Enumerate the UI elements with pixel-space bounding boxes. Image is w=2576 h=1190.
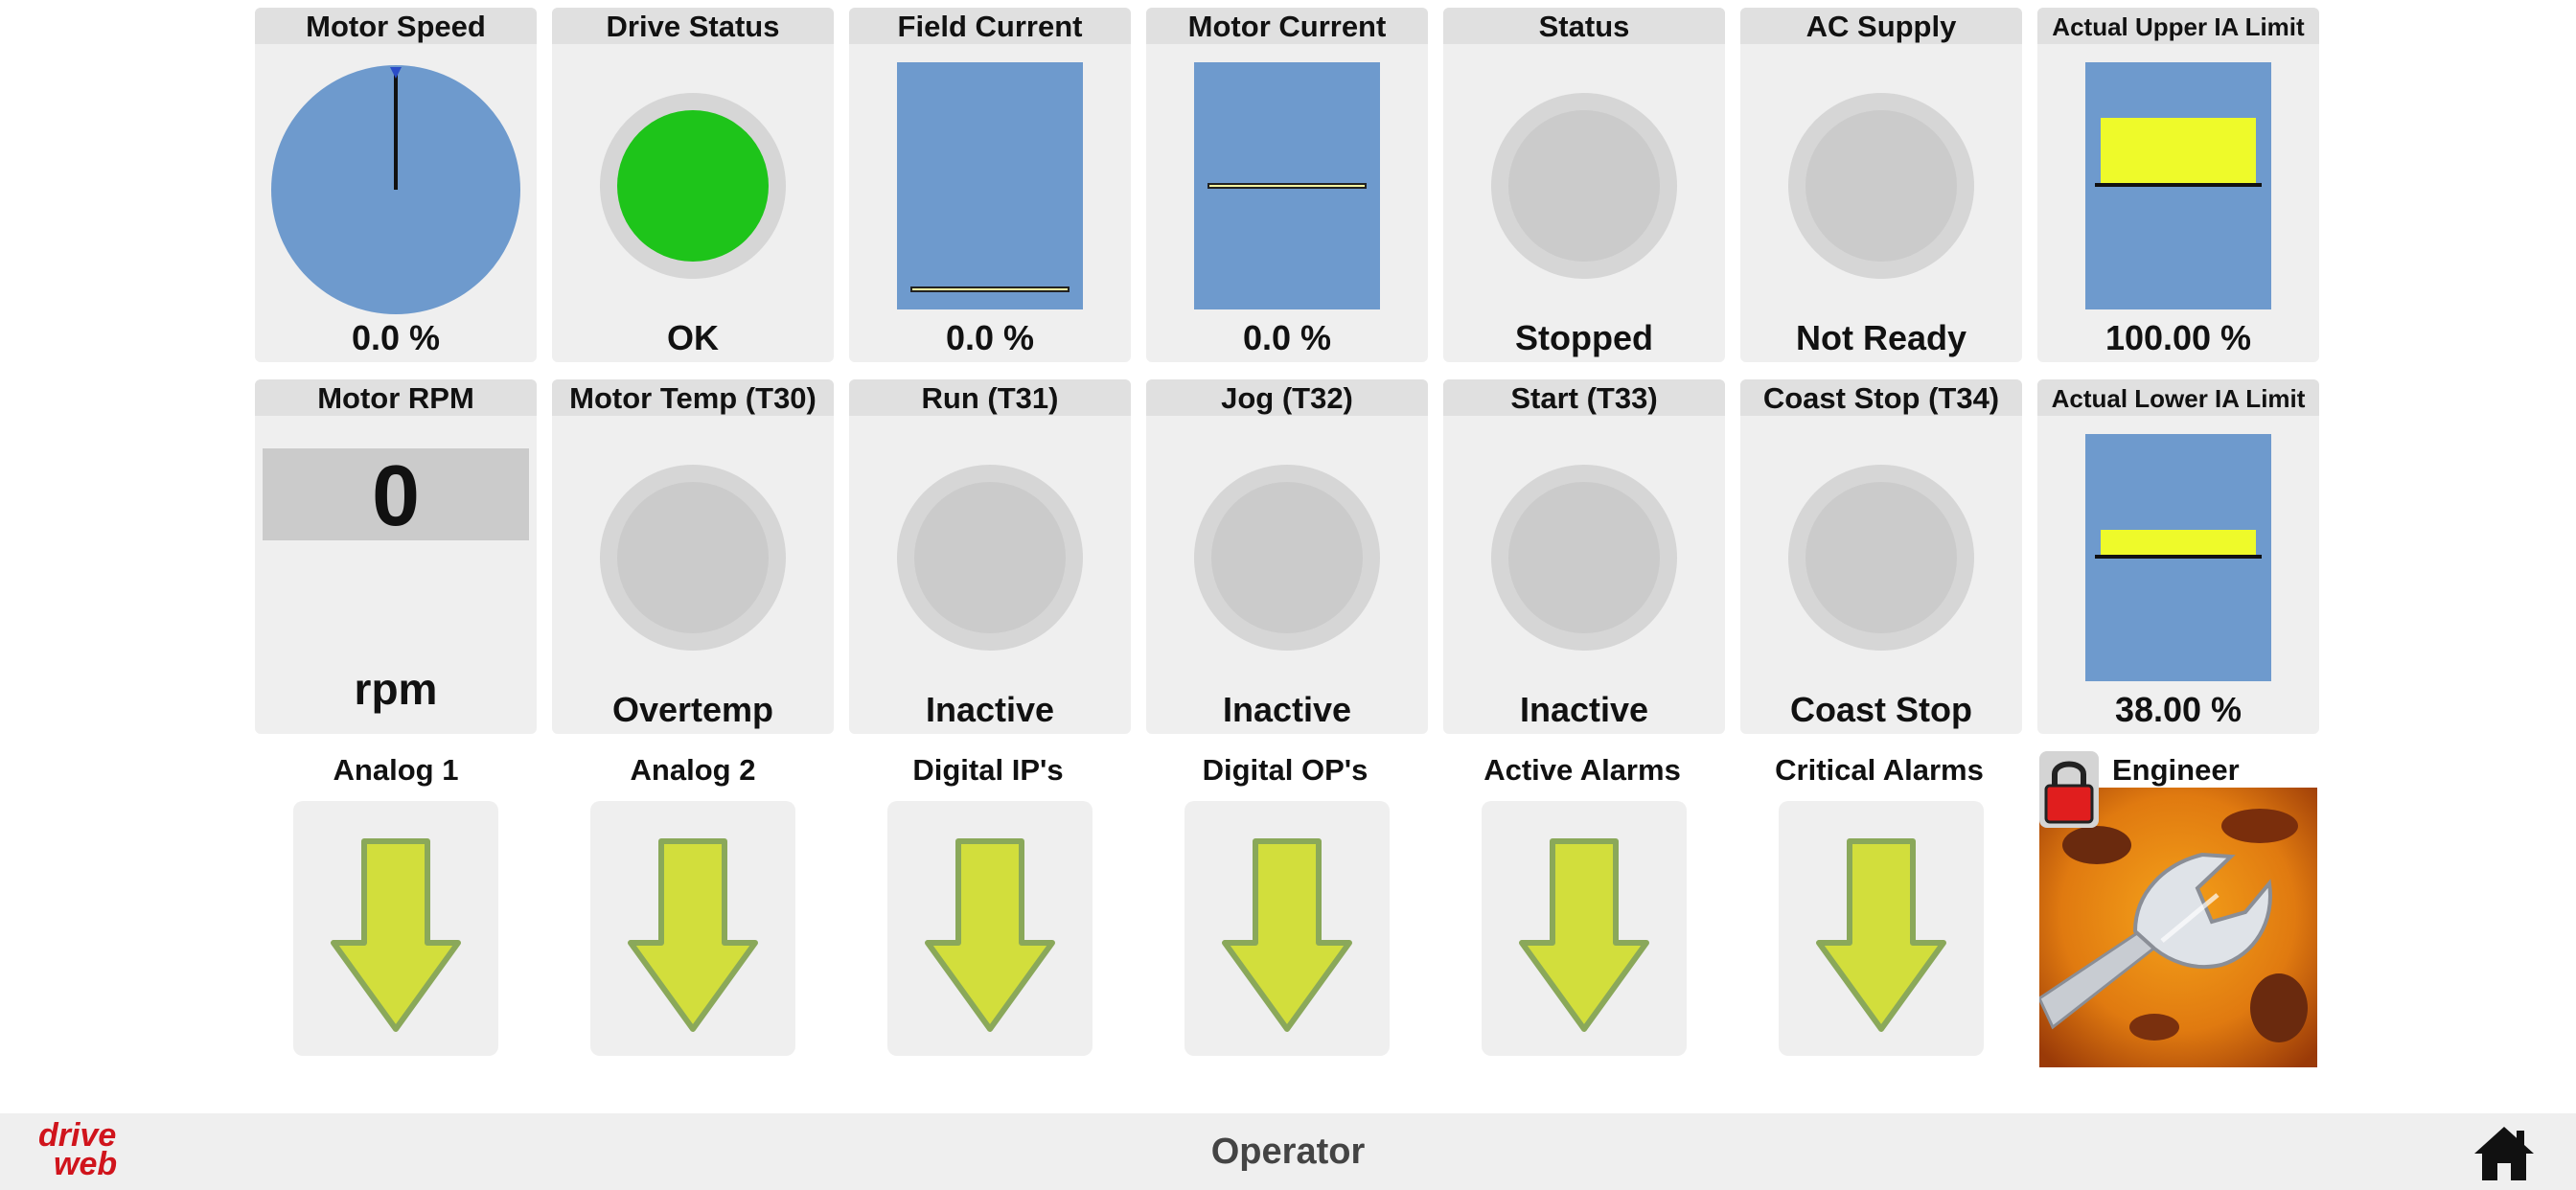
field-current-marker <box>910 286 1070 292</box>
upper-ia-limit-fill <box>2101 118 2256 183</box>
lamp-core <box>617 110 769 262</box>
logo-line-2: web <box>54 1146 118 1182</box>
home-icon <box>2474 1127 2534 1180</box>
motor-temp-lamp <box>600 465 786 651</box>
lamp-core <box>1806 110 1957 262</box>
field-current-value: 0.0 % <box>945 318 1035 357</box>
lamp-core <box>1508 110 1660 262</box>
logo-line-1: drive <box>38 1117 117 1154</box>
motor-current-marker <box>1208 183 1367 189</box>
footer-bar: drive web Operator <box>0 1113 2576 1190</box>
tile-title: Actual Upper IA Limit <box>2037 8 2319 44</box>
tile-title: Coast Stop (T34) <box>1740 379 2022 416</box>
nav-label-digital-ops: Digital OP's <box>1202 753 1368 787</box>
jog-value: Inactive <box>1222 690 1352 729</box>
upper-ia-limit-bar <box>2085 62 2271 309</box>
status-tile: Status Stopped <box>1443 8 1725 362</box>
tile-title: Motor Speed <box>255 8 537 44</box>
nav-label-critical-alarms: Critical Alarms <box>1775 753 1984 787</box>
lamp-core <box>914 482 1066 633</box>
motor-speed-value: 0.0 % <box>351 318 441 357</box>
tile-title: Jog (T32) <box>1146 379 1428 416</box>
jog-tile: Jog (T32) Inactive <box>1146 379 1428 734</box>
arrow-down-icon <box>1816 838 1946 1032</box>
nav-label-active-alarms: Active Alarms <box>1484 753 1681 787</box>
analog-1-button[interactable] <box>293 801 498 1056</box>
critical-alarms-button[interactable] <box>1779 801 1984 1056</box>
wrench-icon <box>2039 788 2317 1067</box>
engineer-button[interactable] <box>2039 751 2317 1067</box>
tile-title: Start (T33) <box>1443 379 1725 416</box>
home-button[interactable] <box>2472 1123 2536 1182</box>
run-lamp <box>897 465 1083 651</box>
status-lamp <box>1491 93 1677 279</box>
lower-ia-limit-fill <box>2101 530 2256 555</box>
upper-ia-limit-line <box>2095 183 2262 187</box>
lower-ia-limit-value: 38.00 % <box>2114 690 2242 729</box>
tile-title: Motor RPM <box>255 379 537 416</box>
page-title: Operator <box>1210 1132 1366 1172</box>
active-alarms-button[interactable] <box>1482 801 1687 1056</box>
run-value: Inactive <box>925 690 1055 729</box>
jog-lamp <box>1194 465 1380 651</box>
coast-stop-lamp <box>1788 465 1974 651</box>
driveweb-logo: drive web <box>38 1117 118 1182</box>
padlock-icon[interactable] <box>2039 751 2099 828</box>
motor-current-tile: Motor Current 0.0 % <box>1146 8 1428 362</box>
tile-title: Motor Current <box>1146 8 1428 44</box>
lamp-core <box>1806 482 1957 633</box>
tile-title: AC Supply <box>1740 8 2022 44</box>
digital-ips-button[interactable] <box>887 801 1092 1056</box>
lower-ia-limit-bar <box>2085 434 2271 681</box>
motor-temp-value: Overtemp <box>611 690 774 729</box>
analog-2-button[interactable] <box>590 801 795 1056</box>
nav-label-analog-1: Analog 1 <box>333 753 459 787</box>
motor-rpm-unit: rpm <box>354 664 438 714</box>
lamp-core <box>617 482 769 633</box>
arrow-down-icon <box>628 838 758 1032</box>
tile-title: Motor Temp (T30) <box>552 379 834 416</box>
tile-title: Actual Lower IA Limit <box>2037 379 2319 416</box>
lower-ia-limit-tile: Actual Lower IA Limit 38.00 % <box>2037 379 2319 734</box>
tile-title: Drive Status <box>552 8 834 44</box>
drive-status-value: OK <box>667 318 719 357</box>
ac-supply-value: Not Ready <box>1795 318 1967 357</box>
motor-current-bar <box>1194 62 1380 309</box>
arrow-down-icon <box>331 838 461 1032</box>
coast-stop-tile: Coast Stop (T34) Coast Stop <box>1740 379 2022 734</box>
motor-current-value: 0.0 % <box>1242 318 1332 357</box>
motor-speed-tile: Motor Speed 0.0 % <box>255 8 537 362</box>
tile-title: Status <box>1443 8 1725 44</box>
start-tile: Start (T33) Inactive <box>1443 379 1725 734</box>
ac-supply-tile: AC Supply Not Ready <box>1740 8 2022 362</box>
engineer-label: Engineer <box>2112 753 2240 787</box>
motor-temp-tile: Motor Temp (T30) Overtemp <box>552 379 834 734</box>
field-current-tile: Field Current 0.0 % <box>849 8 1131 362</box>
motor-rpm-display: 0 <box>263 448 529 544</box>
drive-status-tile: Drive Status OK <box>552 8 834 362</box>
nav-label-digital-ips: Digital IP's <box>912 753 1064 787</box>
lower-ia-limit-line <box>2095 555 2262 559</box>
ac-supply-lamp <box>1788 93 1974 279</box>
run-tile: Run (T31) Inactive <box>849 379 1131 734</box>
lamp-core <box>1508 482 1660 633</box>
coast-stop-value: Coast Stop <box>1789 690 1972 729</box>
arrow-down-icon <box>1222 838 1352 1032</box>
motor-speed-gauge <box>271 65 520 314</box>
start-value: Inactive <box>1519 690 1649 729</box>
status-value: Stopped <box>1515 318 1653 357</box>
start-lamp <box>1491 465 1677 651</box>
arrow-down-icon <box>1519 838 1649 1032</box>
upper-ia-limit-value: 100.00 % <box>2104 318 2252 357</box>
nav-label-analog-2: Analog 2 <box>630 753 756 787</box>
digital-ops-button[interactable] <box>1184 801 1390 1056</box>
drive-status-lamp <box>600 93 786 279</box>
upper-ia-limit-tile: Actual Upper IA Limit 100.00 % <box>2037 8 2319 362</box>
arrow-down-icon <box>925 838 1055 1032</box>
field-current-bar <box>897 62 1083 309</box>
tile-title: Run (T31) <box>849 379 1131 416</box>
motor-rpm-tile: Motor RPM 0 rpm <box>255 379 537 734</box>
lamp-core <box>1211 482 1363 633</box>
tile-title: Field Current <box>849 8 1131 44</box>
